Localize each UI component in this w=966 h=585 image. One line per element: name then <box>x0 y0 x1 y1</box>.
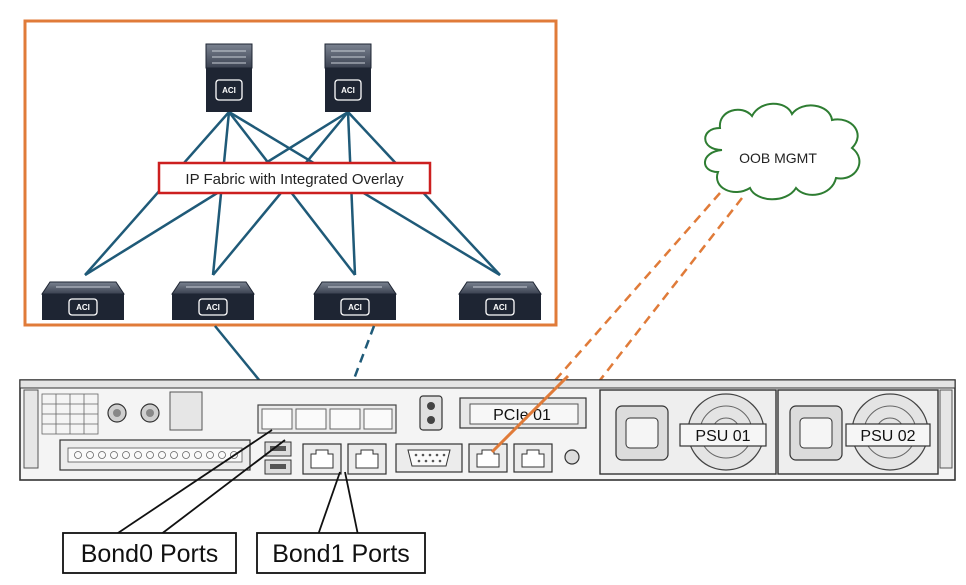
fabric-frame <box>23 19 558 327</box>
link-s1-l1 <box>84 111 230 276</box>
spine-1-badge: ACI <box>222 86 236 95</box>
bond0-label: Bond0 Ports <box>81 540 219 568</box>
leaf-4-badge: ACI <box>493 303 507 312</box>
psu-01-label: PSU 01 <box>695 428 750 445</box>
fabric-label-box: IP Fabric with Integrated Overlay <box>157 161 432 195</box>
bond0-callout: Bond0 Ports <box>62 532 237 574</box>
leaf-switch-2: ACI <box>171 281 255 320</box>
bond1-port-1 <box>302 443 342 475</box>
leaf-switch-3: ACI <box>313 281 397 320</box>
oob-link-2 <box>543 197 743 453</box>
spine-switch-2: ACI <box>324 43 372 112</box>
fabric-label: IP Fabric with Integrated Overlay <box>185 171 404 188</box>
bond1-callout: Bond1 Ports <box>256 532 426 574</box>
bond1-port-2 <box>347 443 387 475</box>
mgmt-port-2 <box>513 443 553 473</box>
oob-link-solid-1 <box>490 374 570 454</box>
callout-leaders <box>114 429 359 536</box>
leaf-1-badge: ACI <box>76 303 90 312</box>
bond1-label: Bond1 Ports <box>272 540 410 568</box>
pcie-label: PCIe 01 <box>493 407 551 424</box>
pcie-slot: PCIe 01 <box>459 397 587 429</box>
leaf-3-badge: ACI <box>348 303 362 312</box>
vga-port <box>395 443 463 473</box>
spine-switch-1: ACI <box>205 43 253 112</box>
server-chassis: PCIe 01 PSU 01 <box>19 379 956 481</box>
psu-02-label: PSU 02 <box>860 428 915 445</box>
bond0-port-cage <box>257 404 397 434</box>
psu-02: PSU 02 <box>777 389 939 475</box>
leaf-2-badge: ACI <box>206 303 220 312</box>
oob-cloud: OOB MGMT <box>704 102 861 201</box>
leaf-switch-4: ACI <box>458 281 542 320</box>
oob-label: OOB MGMT <box>739 150 817 166</box>
psu-01: PSU 01 <box>599 389 777 475</box>
leaf-switch-1: ACI <box>41 281 125 320</box>
spine-2-badge: ACI <box>341 86 355 95</box>
mgmt-port-1 <box>468 443 508 473</box>
vent-grid <box>41 393 99 435</box>
